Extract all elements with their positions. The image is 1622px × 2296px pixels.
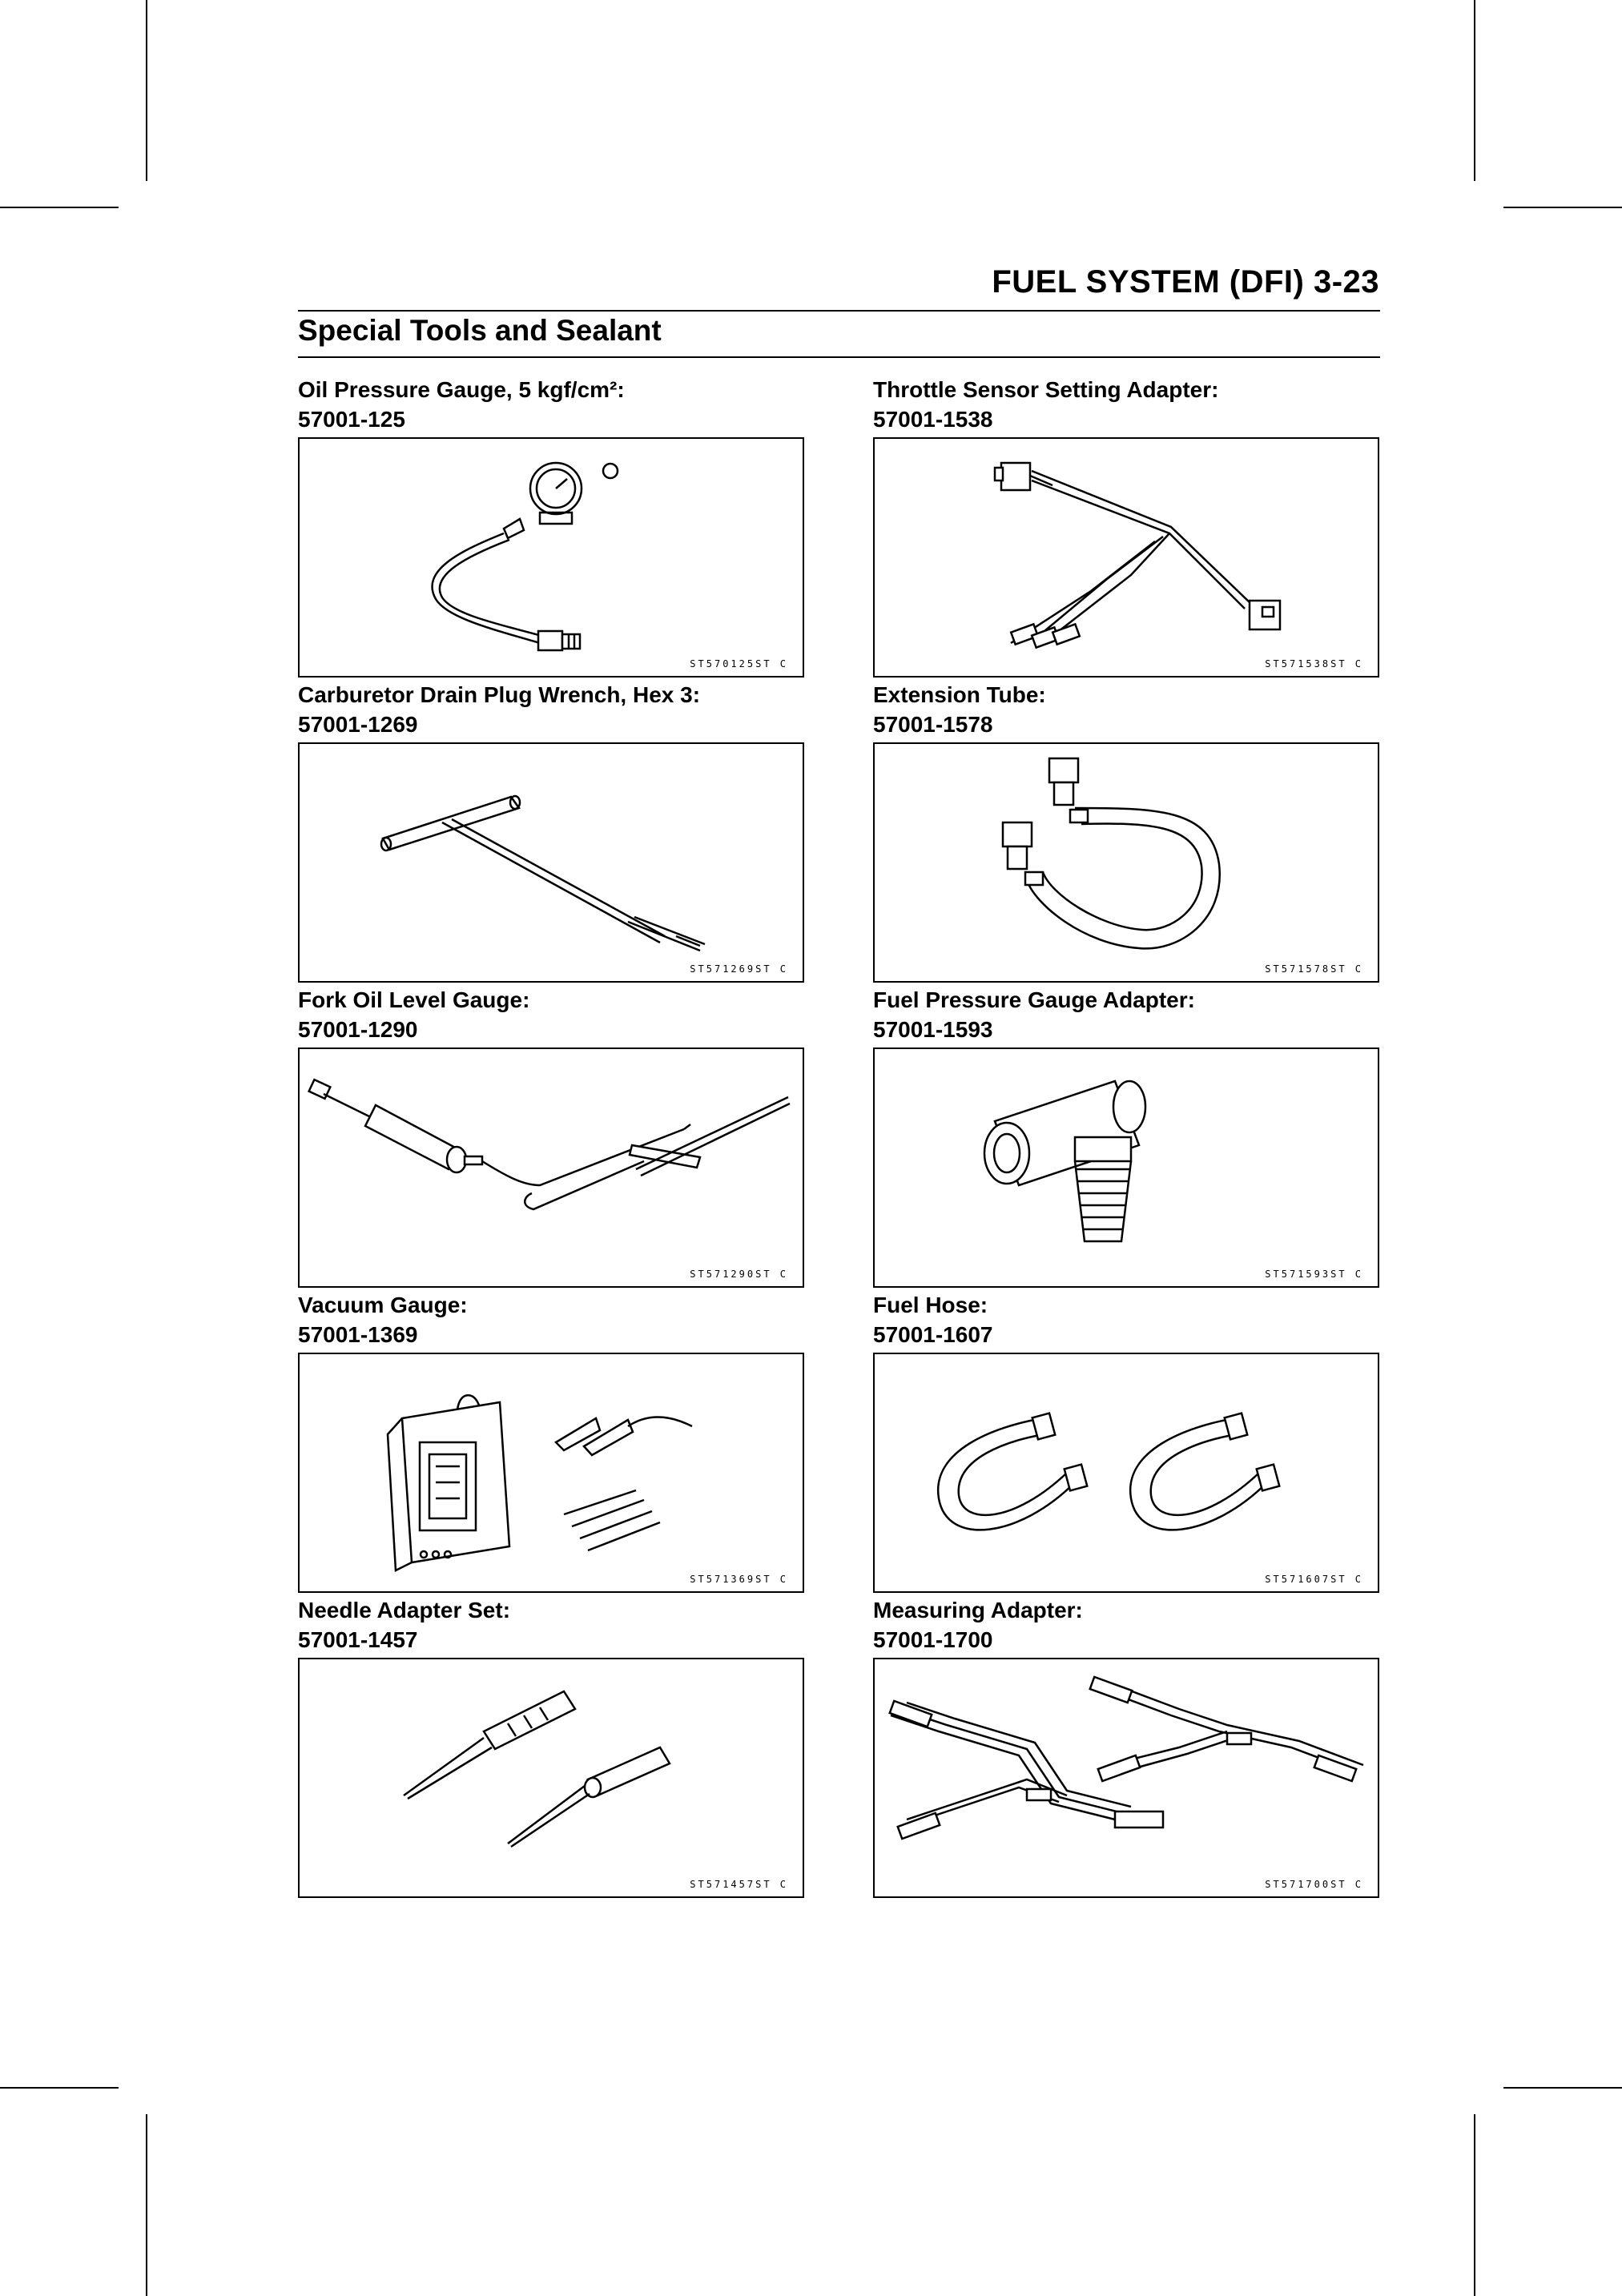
illustration-code: ST571578ST C bbox=[1265, 963, 1363, 975]
illustration-code: ST571269ST C bbox=[690, 963, 788, 975]
section-title: Special Tools and Sealant bbox=[298, 314, 662, 347]
tool-entry: Fuel Hose: 57001-1607 ST571607ST C bbox=[873, 1290, 1379, 1593]
crop-mark bbox=[1474, 2114, 1475, 2296]
tool-name: Throttle Sensor Setting Adapter: bbox=[873, 377, 1219, 402]
header-rule bbox=[298, 310, 1380, 312]
tool-name: Vacuum Gauge: bbox=[298, 1293, 468, 1317]
illustration-code: ST571607ST C bbox=[1265, 1574, 1363, 1585]
tool-illustration-frame: ST571578ST C bbox=[873, 742, 1379, 983]
throttle-sensor-adapter-illustration bbox=[993, 461, 1282, 649]
tool-illustration-frame: ST571369ST C bbox=[298, 1353, 804, 1593]
tool-illustration-frame: ST570125ST C bbox=[298, 437, 804, 678]
extension-tube-illustration bbox=[1001, 757, 1221, 950]
fork-oil-level-gauge-illustration bbox=[307, 1078, 791, 1211]
measuring-adapter-illustration bbox=[888, 1675, 1364, 1840]
tool-part-number: 57001-1538 bbox=[873, 407, 993, 432]
tool-entry: Fork Oil Level Gauge: 57001-1290 ST57129… bbox=[298, 985, 804, 1288]
page-header-title: FUEL SYSTEM (DFI) 3-23 bbox=[992, 264, 1379, 300]
illustration-code: ST571593ST C bbox=[1265, 1269, 1363, 1280]
tool-illustration-frame: ST571457ST C bbox=[298, 1658, 804, 1898]
illustration-code: ST571457ST C bbox=[690, 1879, 788, 1890]
tool-part-number: 57001-1607 bbox=[873, 1322, 993, 1347]
tool-part-number: 57001-1593 bbox=[873, 1017, 993, 1042]
tool-illustration-frame: ST571607ST C bbox=[873, 1353, 1379, 1593]
tool-part-number: 57001-125 bbox=[298, 407, 405, 432]
crop-mark bbox=[1474, 0, 1475, 181]
fuel-hose-illustration bbox=[936, 1412, 1281, 1531]
tool-entry: Needle Adapter Set: 57001-1457 ST571457S… bbox=[298, 1595, 804, 1898]
tool-part-number: 57001-1369 bbox=[298, 1322, 418, 1347]
illustration-code: ST571538ST C bbox=[1265, 658, 1363, 669]
illustration-code: ST571700ST C bbox=[1265, 1879, 1363, 1890]
crop-mark bbox=[0, 2087, 119, 2089]
tool-name: Extension Tube: bbox=[873, 682, 1046, 707]
tool-name: Oil Pressure Gauge, 5 kgf/cm²: bbox=[298, 377, 625, 402]
tool-illustration-frame: ST571593ST C bbox=[873, 1047, 1379, 1288]
crop-mark bbox=[1503, 2087, 1622, 2089]
tool-name: Measuring Adapter: bbox=[873, 1598, 1083, 1622]
tool-part-number: 57001-1290 bbox=[298, 1017, 418, 1042]
tool-illustration-frame: ST571269ST C bbox=[298, 742, 804, 983]
tool-part-number: 57001-1269 bbox=[298, 712, 418, 737]
vacuum-gauge-illustration bbox=[386, 1394, 693, 1572]
tool-illustration-frame: ST571700ST C bbox=[873, 1658, 1379, 1898]
tool-name: Fork Oil Level Gauge: bbox=[298, 987, 530, 1012]
crop-mark bbox=[0, 207, 119, 208]
crop-mark bbox=[146, 0, 147, 181]
tool-part-number: 57001-1578 bbox=[873, 712, 993, 737]
illustration-code: ST570125ST C bbox=[690, 658, 788, 669]
tool-name: Fuel Hose: bbox=[873, 1293, 988, 1317]
illustration-code: ST571290ST C bbox=[690, 1269, 788, 1280]
tool-illustration-frame: ST571290ST C bbox=[298, 1047, 804, 1288]
tool-part-number: 57001-1700 bbox=[873, 1627, 993, 1652]
tool-entry: Fuel Pressure Gauge Adapter: 57001-1593 … bbox=[873, 985, 1379, 1288]
tool-entry: Extension Tube: 57001-1578 ST571578ST C bbox=[873, 680, 1379, 983]
needle-adapter-set-illustration bbox=[403, 1690, 671, 1848]
oil-pressure-gauge-illustration bbox=[431, 461, 619, 652]
section-rule bbox=[298, 356, 1380, 358]
fuel-pressure-adapter-illustration bbox=[983, 1080, 1147, 1243]
illustration-code: ST571369ST C bbox=[690, 1574, 788, 1585]
tool-entry: Throttle Sensor Setting Adapter: 57001-1… bbox=[873, 375, 1379, 678]
tool-entry: Oil Pressure Gauge, 5 kgf/cm²: 57001-125… bbox=[298, 375, 804, 678]
tool-entry: Carburetor Drain Plug Wrench, Hex 3: 570… bbox=[298, 680, 804, 983]
tool-part-number: 57001-1457 bbox=[298, 1627, 418, 1652]
tool-name: Needle Adapter Set: bbox=[298, 1598, 511, 1622]
crop-mark bbox=[146, 2114, 147, 2296]
crop-mark bbox=[1503, 207, 1622, 208]
tool-name: Carburetor Drain Plug Wrench, Hex 3: bbox=[298, 682, 701, 707]
tool-name: Fuel Pressure Gauge Adapter: bbox=[873, 987, 1195, 1012]
tool-entry: Vacuum Gauge: 57001-1369 ST571369ST C bbox=[298, 1290, 804, 1593]
tool-illustration-frame: ST571538ST C bbox=[873, 437, 1379, 678]
hex-wrench-illustration bbox=[380, 794, 706, 952]
tool-entry: Measuring Adapter: 57001-1700 ST571700ST… bbox=[873, 1595, 1379, 1898]
